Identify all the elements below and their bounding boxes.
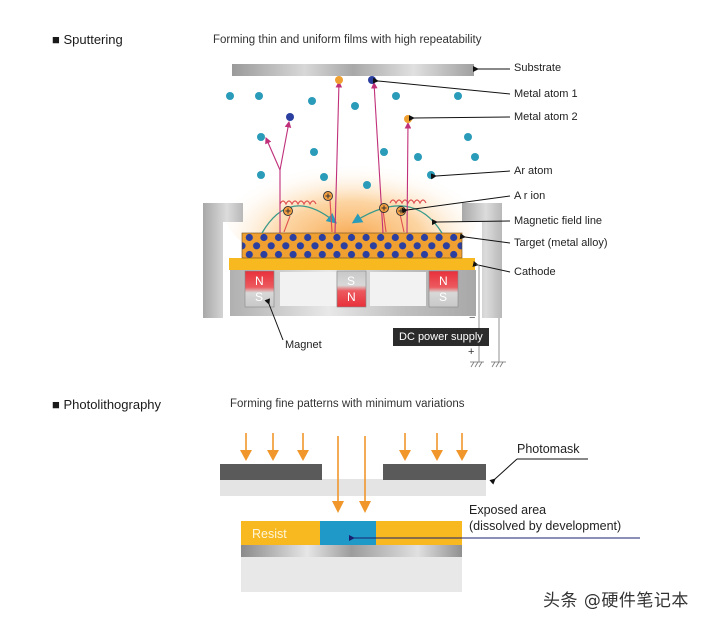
- label-ar-atom: Ar atom: [514, 165, 553, 177]
- label-magnetic-field-line: Magnetic field line: [514, 215, 603, 227]
- photomask-opaque-right: [383, 464, 486, 480]
- magnetic-field-line-left: [261, 205, 338, 234]
- metal-atom-2: [404, 115, 412, 123]
- cathode-cavity-right: [370, 272, 426, 306]
- sputtering-leader-lines: [264, 66, 511, 341]
- electron-spiral-right: [389, 199, 427, 205]
- polarity-minus: −: [469, 312, 476, 324]
- electron-spiral-left: [279, 200, 317, 206]
- sputtering-title: ■ Sputtering: [52, 32, 123, 47]
- magnet-left-pole-top: N: [255, 274, 264, 288]
- chamber-wall-right: [462, 203, 502, 318]
- label-metal-atom-2: Metal atom 2: [514, 111, 578, 123]
- magnet-center: [336, 270, 367, 308]
- label-photomask: Photomask: [517, 442, 580, 456]
- sputtering-subtitle: Forming thin and uniform films with high…: [213, 34, 482, 46]
- label-resist: Resist: [252, 527, 287, 541]
- exposed-area: [320, 521, 376, 545]
- cathode-cavity-left: [280, 272, 336, 306]
- label-substrate: Substrate: [514, 62, 562, 74]
- photolithography-title: ■ Photolithography: [52, 397, 162, 412]
- metal-atom-1: [286, 113, 294, 121]
- magnet-right-pole-top: N: [439, 274, 448, 288]
- label-metal-atom-1: Metal atom 1: [514, 88, 578, 100]
- photomask-opaque-left: [220, 464, 322, 480]
- magnet-left-pole-bottom: S: [255, 290, 264, 304]
- photomask-glass: [220, 479, 486, 496]
- substrate: [232, 64, 474, 76]
- label-cathode: Cathode: [514, 266, 556, 278]
- wafer: [241, 557, 462, 592]
- label-target: Target (metal alloy): [514, 237, 608, 249]
- chamber-wall-left: [203, 203, 243, 318]
- metal-atom-2-at-substrate: [335, 76, 343, 84]
- label-ar-ion: A r ion: [514, 190, 546, 202]
- magnet-right: [428, 270, 459, 308]
- exposure-light-arrows: [240, 433, 468, 513]
- label-exposed-area: Exposed area: [469, 503, 547, 517]
- target-metal-alloy: [241, 232, 463, 259]
- photolithography-subtitle: Forming fine patterns with minimum varia…: [230, 398, 465, 410]
- magnet-center-pole-bottom: N: [347, 290, 356, 304]
- metal-atom-1-at-substrate: [368, 76, 376, 84]
- metal-film-layer: [241, 545, 462, 557]
- label-magnet: Magnet: [285, 339, 322, 351]
- dc-power-supply: DC power supply: [393, 328, 489, 346]
- watermark: 头条 @硬件笔记本: [543, 591, 689, 611]
- ar-atoms: [226, 92, 479, 189]
- label-exposed-area-note: (dissolved by development): [469, 519, 622, 533]
- magnet-center-pole-top: S: [347, 274, 356, 288]
- magnet-right-pole-bottom: S: [439, 290, 448, 304]
- cathode: [229, 258, 475, 270]
- polarity-plus: +: [468, 346, 475, 358]
- photolithography-leader-lines: [349, 458, 640, 541]
